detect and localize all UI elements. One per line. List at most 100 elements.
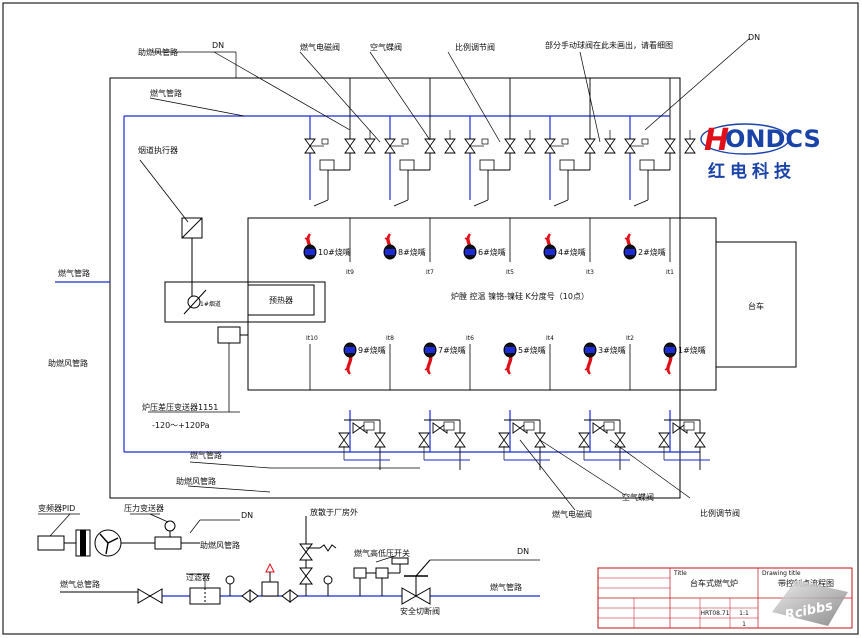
gas-pipe-top-label: 燃气管路 — [150, 88, 182, 98]
ratio-valve-icon — [352, 422, 368, 434]
ratio-valve-icon — [399, 159, 415, 171]
manual-valve-icon — [604, 138, 616, 154]
bottom-burner: 9#烧嘴 — [343, 342, 386, 375]
title-text: 台车式燃气炉 — [690, 578, 738, 588]
flue-assembly: 预热器 1#烟道 烟道执行器 — [138, 145, 326, 323]
air-pipe-left-label: 助燃风管路 — [48, 358, 88, 368]
company-logo: H ONDCS 红电科技 — [700, 123, 821, 182]
thermocouple-label: It6 — [466, 335, 474, 342]
manual-valve-icon — [524, 138, 536, 154]
gas-pipe-top — [55, 115, 700, 453]
air-butterfly-valve-icon — [374, 432, 386, 448]
top-burner: 6#烧嘴 — [463, 233, 506, 260]
gas-solenoid-valve-icon — [498, 432, 510, 448]
logo-text: ONDCS — [725, 125, 821, 153]
top-burner: 8#烧嘴 — [383, 233, 426, 260]
burner-label: 6#烧嘴 — [478, 247, 506, 257]
gas-pipe-bottom-right-label: 燃气管路 — [490, 582, 522, 592]
thermocouple-label: It7 — [426, 269, 434, 276]
manual-valve-note: 部分手动球阀在此未画出，请看细图 — [545, 40, 673, 50]
thermocouple-label: It5 — [506, 269, 514, 276]
burner-label: 3#烧嘴 — [598, 345, 626, 355]
ratio-valve-icon — [559, 159, 575, 171]
gas-hl-switch-label: 燃气高低压开关 — [354, 548, 410, 558]
top-burner: 2#烧嘴 — [623, 233, 666, 260]
pressure-transmitter-label: 炉压差压变送器1151 — [142, 402, 218, 412]
flue-actuator-label: 烟道执行器 — [138, 145, 178, 155]
title-header-left: Title — [673, 570, 687, 577]
bottom-valve-column — [338, 410, 390, 470]
gas-solenoid-bottom-label: 燃气电磁阀 — [552, 509, 592, 519]
top-valve-column — [464, 78, 536, 207]
air-butterfly-valve-icon — [504, 138, 516, 154]
dn-bottom-right-label: DN — [517, 547, 529, 556]
regulator-icon — [261, 581, 279, 597]
air-pipe-bottom-left-label: 助燃风管路 — [200, 540, 240, 550]
air-pipe-top-label: 助燃风管路 — [138, 47, 178, 57]
gas-solenoid-valve-icon — [578, 432, 590, 448]
watermark: Rcibbs — [772, 580, 848, 626]
thermocouple-label: It8 — [386, 335, 394, 342]
manual-valve-icon — [444, 138, 456, 154]
top-valve-column — [384, 78, 456, 207]
top-valve-column — [544, 78, 616, 207]
furnace-thermocouple-label: 炉膛 控温 镍铬-镍硅 K分度号（10点） — [451, 291, 589, 301]
air-butterfly-top-label: 空气蝶阀 — [370, 42, 402, 52]
gas-pipe-left-label: 燃气管路 — [58, 268, 90, 278]
preheater-box — [247, 284, 315, 316]
scale-value: 1:1 — [739, 610, 749, 617]
ratio-valve-bottom-label: 比例调节阀 — [700, 508, 740, 518]
air-butterfly-valve-icon — [454, 432, 466, 448]
top-annotations — [149, 37, 751, 143]
thermocouple-label: It3 — [586, 269, 594, 276]
bottom-burner: 7#烧嘴 — [423, 342, 466, 375]
gas-pipe-bottom-label: 燃气管路 — [190, 450, 222, 460]
bottom-annotations — [187, 439, 691, 511]
burner-label: 9#烧嘴 — [358, 345, 386, 355]
vfd-pid-label: 变频器PID — [38, 503, 75, 513]
dn-bottom-left-label: DN — [241, 511, 253, 520]
pressure-range-label: -120～+120Pa — [152, 421, 210, 430]
gas-solenoid-top-label: 燃气电磁阀 — [300, 42, 340, 52]
title-header-right: Drawing title — [762, 570, 801, 577]
top-burner: 4#烧嘴 — [543, 233, 586, 260]
thermocouple-label: It1 — [666, 269, 674, 276]
dn-top-right-label: DN — [748, 33, 760, 42]
preheater-label: 预热器 — [269, 295, 293, 305]
bottom-valve-column — [658, 410, 710, 470]
filter-label: 过滤器 — [186, 572, 210, 582]
gas-solenoid-valve-icon — [658, 432, 670, 448]
thermocouple-label: It2 — [626, 335, 634, 342]
vfd-box — [37, 535, 65, 551]
logo-mark: H — [704, 123, 729, 158]
bottom-burner: 1#烧嘴 — [663, 342, 706, 375]
trolley-label: 台车 — [748, 301, 764, 311]
top-valve-group — [304, 78, 696, 207]
furnace-body: 台车 炉膛 控温 镍铬-镍硅 K分度号（10点） — [247, 217, 797, 391]
thermocouple-label: It4 — [546, 335, 554, 342]
logo-cn: 红电科技 — [708, 161, 796, 182]
burner-label: 7#烧嘴 — [438, 345, 466, 355]
dn-top-left-label: DN — [212, 41, 224, 50]
top-valve-column — [624, 78, 696, 207]
burner-label: 5#烧嘴 — [518, 345, 546, 355]
flue-label: 1#烟道 — [200, 300, 221, 308]
gas-solenoid-valve-icon — [338, 432, 350, 448]
drawing-number: HRT08.71 — [700, 610, 729, 617]
top-burners: 10#烧嘴 8#烧嘴 6#烧嘴 4#烧嘴 2#烧嘴 — [303, 233, 666, 260]
pressure-gauge-icon — [164, 520, 176, 532]
vent-outside-label: 放散于厂房外 — [310, 507, 358, 517]
top-burner: 10#烧嘴 — [303, 233, 351, 260]
vent-valve-icon — [299, 543, 313, 561]
sheet-number: 1 — [742, 621, 746, 628]
pressure-transmitter: 炉压差压变送器1151 -120～+120Pa — [142, 326, 248, 430]
gas-main-label: 燃气总管路 — [60, 579, 100, 589]
burner-label: 4#烧嘴 — [558, 247, 586, 257]
ratio-valve-top-label: 比例调节阀 — [455, 42, 495, 52]
ratio-valve-icon — [432, 422, 448, 434]
air-butterfly-bottom-label: 空气蝶阀 — [622, 492, 654, 502]
ratio-valve-icon — [639, 159, 655, 171]
